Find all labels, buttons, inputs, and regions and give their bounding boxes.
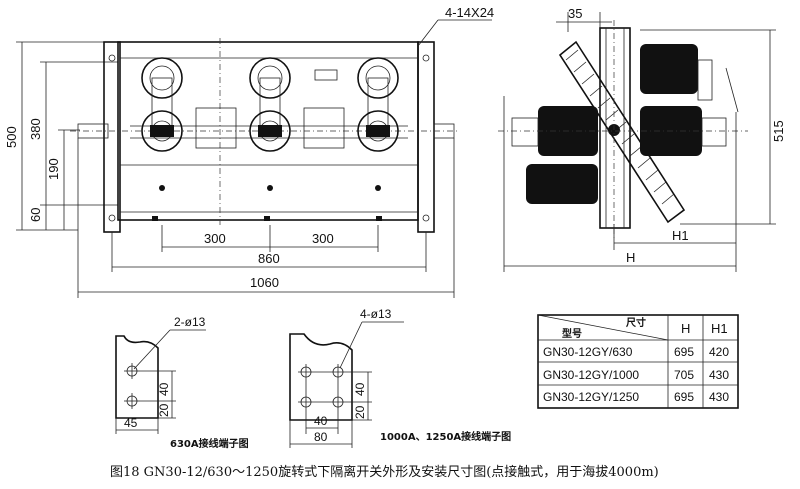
side-view: 35 [498,6,786,272]
table-row-3-h: 695 [674,390,694,404]
table-header-model: 型号 [562,327,582,340]
terminal-1000-dim-20v: 20 [353,405,367,419]
dimension-table: 型号 尺寸 H H1 GN30-12GY/630 695 420 GN30-12… [537,314,739,409]
pole-1 [141,57,183,152]
terminal-630-dim-40: 40 [157,382,171,396]
dim-35: 35 [568,6,582,21]
terminal-1000-dim-80: 80 [314,430,328,444]
terminal-1000-dim-40v: 40 [353,382,367,396]
table-header-h: H [681,321,690,336]
terminal-630-dim-20: 20 [157,403,171,417]
table-row-1-h1: 420 [709,345,729,359]
figure-caption: 图18 GN30-12/630～1250旋转式下隔离开关外形及安装尺寸图(点接触… [110,464,659,480]
table-header-size: 尺寸 [626,316,646,329]
terminal-630-hole-label: 2-ø13 [174,315,206,329]
terminal-1000-caption: 1000A、1250A接线端子图 [380,430,511,443]
terminal-630-caption: 630A接线端子图 [170,437,249,450]
terminal-630-dim-45: 45 [124,416,138,430]
terminal-1000: 4-ø13 40 20 40 80 1000A、1250A接线端子图 [289,307,511,448]
table-row-3-h1: 430 [709,390,729,404]
dim-300-left: 300 [204,231,226,246]
dim-hole-label: 4-14X24 [445,5,494,20]
front-view: 500 380 190 60 [4,5,494,298]
dim-300-right: 300 [312,231,334,246]
table-row-2-h1: 430 [709,368,729,382]
dim-190: 190 [46,158,61,180]
dim-500: 500 [4,126,19,148]
table-row-1-h: 695 [674,345,694,359]
dim-515: 515 [771,120,786,142]
table-header-h1: H1 [711,321,728,336]
table-row-1-model: GN30-12GY/630 [543,345,633,359]
pole-3 [357,57,399,152]
dim-h1: H1 [672,228,689,243]
terminal-630: 2-ø13 40 20 45 630A接线端子图 [115,315,249,450]
terminal-1000-dim-40h: 40 [314,414,328,428]
pole-2 [249,57,291,152]
table-row-2-h: 705 [674,368,694,382]
dim-h: H [626,250,635,265]
dim-860: 860 [258,251,280,266]
dim-1060: 1060 [250,275,279,290]
terminal-1000-hole-label: 4-ø13 [360,307,392,321]
table-row-3-model: GN30-12GY/1250 [543,390,639,404]
dim-380: 380 [28,118,43,140]
dim-60: 60 [28,208,43,222]
table-row-2-model: GN30-12GY/1000 [543,368,639,382]
